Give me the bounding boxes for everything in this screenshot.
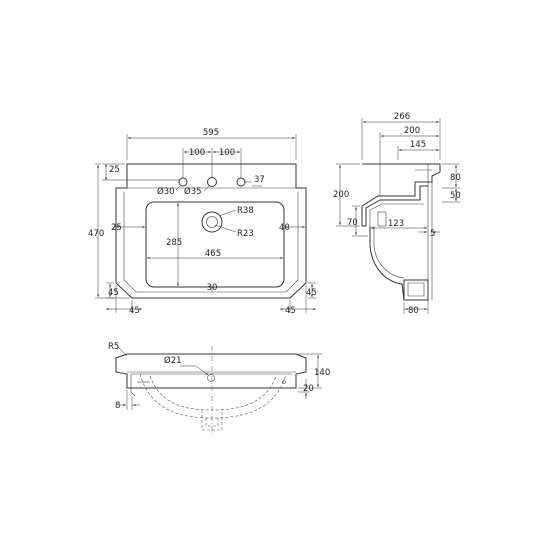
dim-chamfer-left-h: 45 xyxy=(129,306,140,316)
bowl-outline xyxy=(145,201,285,288)
dim-chamfer-right-h: 45 xyxy=(285,306,296,316)
dim-front-lip: 30 xyxy=(207,283,218,293)
dim-bowl-width: 465 xyxy=(205,249,221,259)
dim-width: 595 xyxy=(203,128,219,138)
dim-offset-top: 25 xyxy=(109,165,120,175)
dim-front-lip: 20 xyxy=(303,384,314,394)
dim-front-height: 140 xyxy=(314,368,330,378)
label-front-corner-radius: R5 xyxy=(108,342,119,352)
front-overflow-hole xyxy=(207,374,215,382)
tap-hole-right xyxy=(236,177,246,187)
dim-side-lip-top: 80 xyxy=(450,173,461,183)
dim-front-wall: 8 xyxy=(115,401,120,411)
front-rim xyxy=(115,353,307,389)
label-front-overflow: Ø21 xyxy=(164,355,182,366)
dim-tap-spacing-right: 100 xyxy=(219,148,235,158)
top-view: 595 100 100 25 Ø30 Ø35 37 470 25 40 xyxy=(88,128,317,316)
dim-bowl-depth: 285 xyxy=(166,238,182,248)
side-section-bowl xyxy=(369,226,428,301)
side-view: 266 200 145 200 80 50 70 123 5 xyxy=(333,112,461,316)
tap-hole-center xyxy=(207,177,217,187)
dim-overall-depth: 470 xyxy=(88,229,104,239)
side-section-deck xyxy=(361,163,441,212)
side-section-foot xyxy=(403,279,429,301)
dim-chamfer-left-v: 45 xyxy=(108,288,119,298)
dim-side-back-height: 70 xyxy=(347,218,358,228)
dim-chamfer-right-v: 45 xyxy=(306,288,317,298)
dim-side-top-offset: 145 xyxy=(410,140,426,150)
label-hole-center: Ø35 xyxy=(184,186,202,197)
front-view: R5 Ø21 140 20 8 xyxy=(108,342,330,436)
dim-side-depth: 266 xyxy=(394,112,410,122)
dim-side-lip-height: 50 xyxy=(450,191,461,201)
tap-hole-left xyxy=(178,177,188,187)
dim-side-inner-span: 123 xyxy=(388,219,404,229)
basin-outline xyxy=(115,163,307,299)
dim-side-wall: 5 xyxy=(430,229,435,239)
waste-hole-outer xyxy=(201,211,223,233)
waste-hole-inner xyxy=(206,216,218,228)
dim-side-base: 80 xyxy=(408,306,419,316)
rim-inner-outline xyxy=(123,192,299,293)
dim-bowl-left-margin: 25 xyxy=(111,223,122,233)
dim-side-inner-depth: 200 xyxy=(404,126,420,136)
label-hole-left: Ø30 xyxy=(157,186,175,197)
label-waste-r-outer: R38 xyxy=(237,206,254,216)
label-hole-right-gap: 37 xyxy=(254,175,265,185)
dim-tap-spacing-left: 100 xyxy=(189,148,205,158)
dim-side-height: 200 xyxy=(333,190,349,200)
dim-bowl-right-margin: 40 xyxy=(279,223,290,233)
label-waste-r-inner: R23 xyxy=(237,229,254,239)
